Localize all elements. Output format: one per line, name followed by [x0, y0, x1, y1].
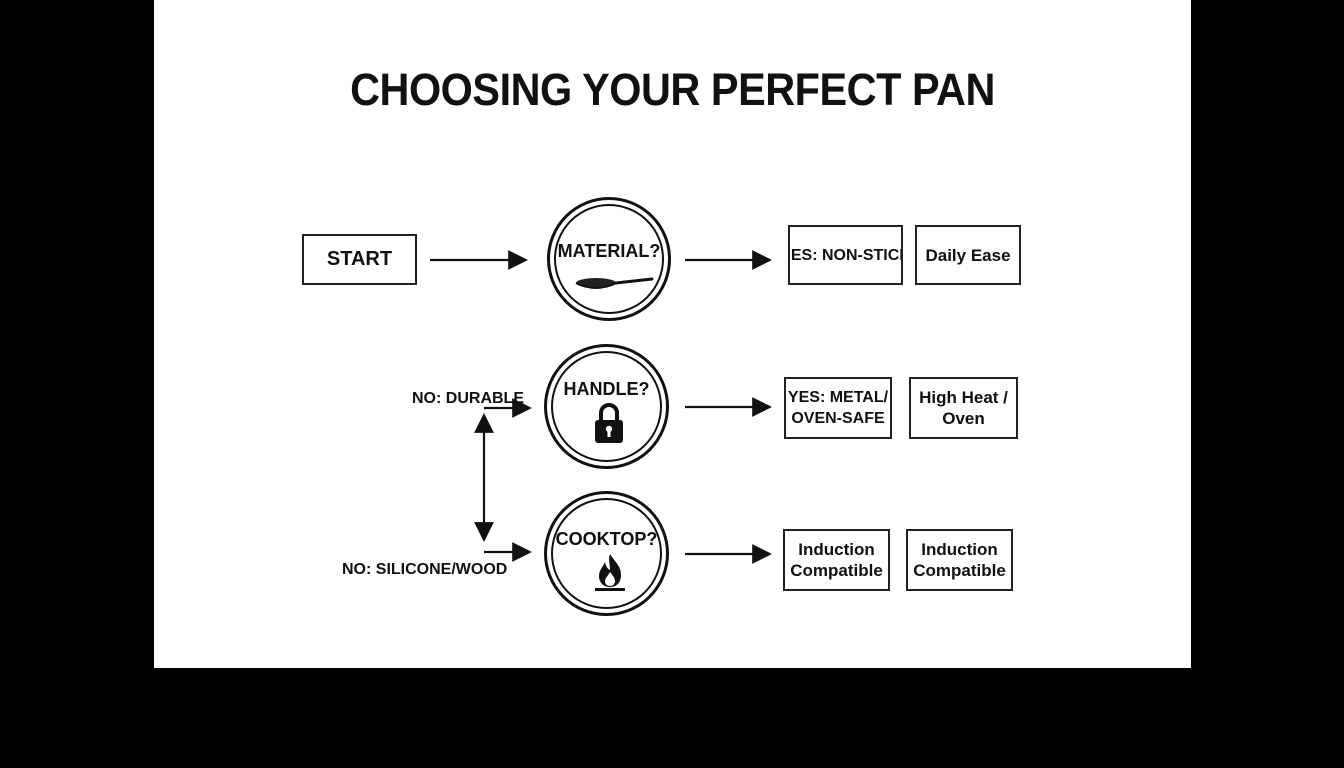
outcome-material-yes-label: YES: NON-STICK — [790, 246, 903, 264]
diagram-canvas: CHOOSING YOUR PERFECT PAN — [154, 0, 1191, 668]
decision-material: MATERIAL? — [547, 197, 671, 321]
decision-material-ring — [554, 204, 664, 314]
frying-pan-icon — [575, 277, 654, 289]
branch-label-no-durable: NO: DURABLE — [412, 390, 524, 407]
decision-handle: HANDLE? — [544, 344, 669, 469]
outcome-handle-yes-line2: OVEN-SAFE — [791, 410, 885, 427]
start-label: START — [326, 248, 393, 270]
outcome-handle-yes-line1: YES: METAL/ — [787, 389, 889, 406]
padlock-icon — [595, 403, 623, 443]
outcome-cooktop-result: Induction Compatible — [906, 529, 1013, 591]
outcome-handle-yes: YES: METAL/ OVEN-SAFE — [784, 377, 892, 439]
outcome-material-yes: YES: NON-STICK — [788, 225, 903, 285]
flame-icon — [595, 554, 625, 591]
decision-handle-label: HANDLE? — [563, 379, 650, 399]
outcome-cooktop-result-line2: Compatible — [913, 561, 1006, 580]
start-node: START — [302, 234, 417, 285]
outcome-material-result: Daily Ease — [915, 225, 1021, 285]
outcome-handle-result-line2: Oven — [942, 409, 985, 428]
outcome-handle-result: High Heat / Oven — [909, 377, 1018, 439]
branch-label-no-silicone-wood: NO: SILICONE/WOOD — [342, 561, 508, 578]
outcome-material-result-label: Daily Ease — [925, 245, 1011, 265]
outcome-cooktop-result-line1: Induction — [921, 540, 998, 559]
decision-cooktop: COOKTOP? — [544, 491, 669, 616]
outcome-handle-result-line1: High Heat / — [919, 388, 1008, 407]
decision-handle-ring — [551, 351, 662, 462]
outcome-cooktop-yes-line1: Induction — [798, 540, 875, 559]
decision-material-label: MATERIAL? — [557, 241, 661, 261]
decision-cooktop-ring — [551, 498, 662, 609]
outcome-cooktop-yes-line2: Compatible — [790, 561, 883, 580]
page-title: CHOOSING YOUR PERFECT PAN — [350, 64, 995, 115]
outcome-cooktop-yes: Induction Compatible — [783, 529, 890, 591]
decision-cooktop-label: COOKTOP? — [555, 529, 658, 549]
